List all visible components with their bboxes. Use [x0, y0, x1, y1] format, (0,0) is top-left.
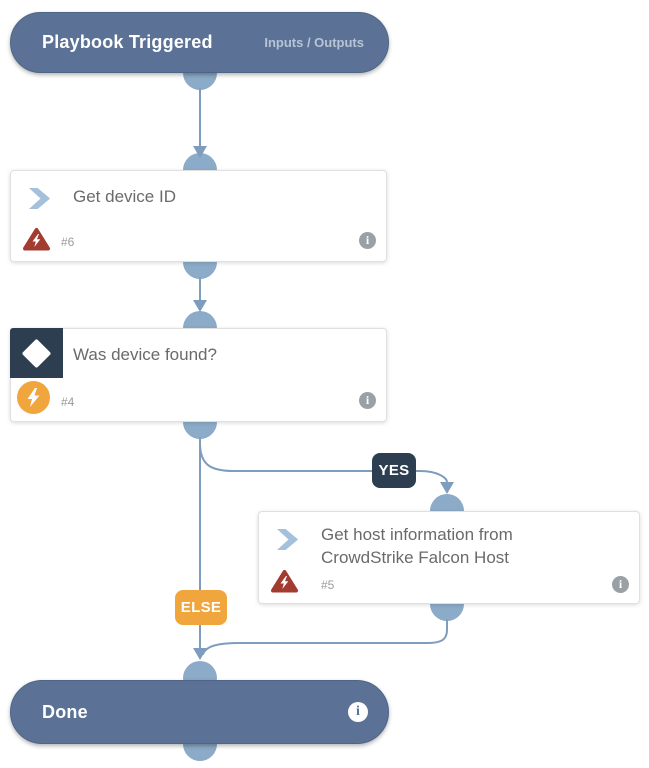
decision-lightning-icon: [17, 381, 50, 414]
arrow-down-icon: [440, 482, 454, 494]
card-title: Was device found?: [73, 345, 217, 364]
branch-label-yes[interactable]: YES: [372, 453, 416, 488]
end-node-title: Done: [42, 701, 88, 722]
node-ref: #4: [61, 395, 75, 409]
start-node-playbook-triggered[interactable]: Playbook Triggered Inputs / Outputs: [10, 12, 389, 73]
error-warning-triangle-icon: [23, 228, 50, 251]
start-node-title: Playbook Triggered: [42, 32, 213, 52]
edge-get-host-info-to-done: [202, 619, 448, 655]
arrow-down-icon: [193, 300, 207, 312]
end-node-done[interactable]: Done i: [10, 680, 389, 744]
card-title: Get device ID: [73, 187, 176, 206]
edge-yes-branch: [199, 442, 448, 483]
action-card-get-device-id[interactable]: Get device ID #6 i: [10, 170, 387, 262]
branch-label-else[interactable]: ELSE: [175, 590, 227, 625]
decision-diamond-icon: [21, 338, 52, 368]
action-chevron-icon: [277, 528, 299, 551]
inputs-outputs-link[interactable]: Inputs / Outputs: [264, 35, 364, 50]
info-icon[interactable]: i: [612, 576, 629, 593]
node-ref: #6: [61, 235, 75, 249]
info-icon[interactable]: i: [359, 392, 376, 409]
node-ref: #5: [321, 578, 335, 592]
action-chevron-icon: [29, 187, 51, 210]
card-title: Get host information from CrowdStrike Fa…: [321, 523, 621, 569]
connector-arrowheads: [193, 146, 454, 660]
info-icon[interactable]: i: [348, 702, 368, 722]
decision-block: [10, 328, 63, 378]
info-icon[interactable]: i: [359, 232, 376, 249]
decision-card-was-device-found[interactable]: Was device found? #4 i: [10, 328, 387, 422]
error-warning-triangle-icon: [271, 570, 298, 593]
action-card-get-host-information[interactable]: Get host information from CrowdStrike Fa…: [258, 511, 640, 604]
card-title-line1: Get host information from: [321, 525, 513, 544]
arrow-down-icon: [193, 648, 207, 660]
arrow-down-icon: [193, 146, 207, 158]
card-title-line2: CrowdStrike Falcon Host: [321, 548, 510, 567]
